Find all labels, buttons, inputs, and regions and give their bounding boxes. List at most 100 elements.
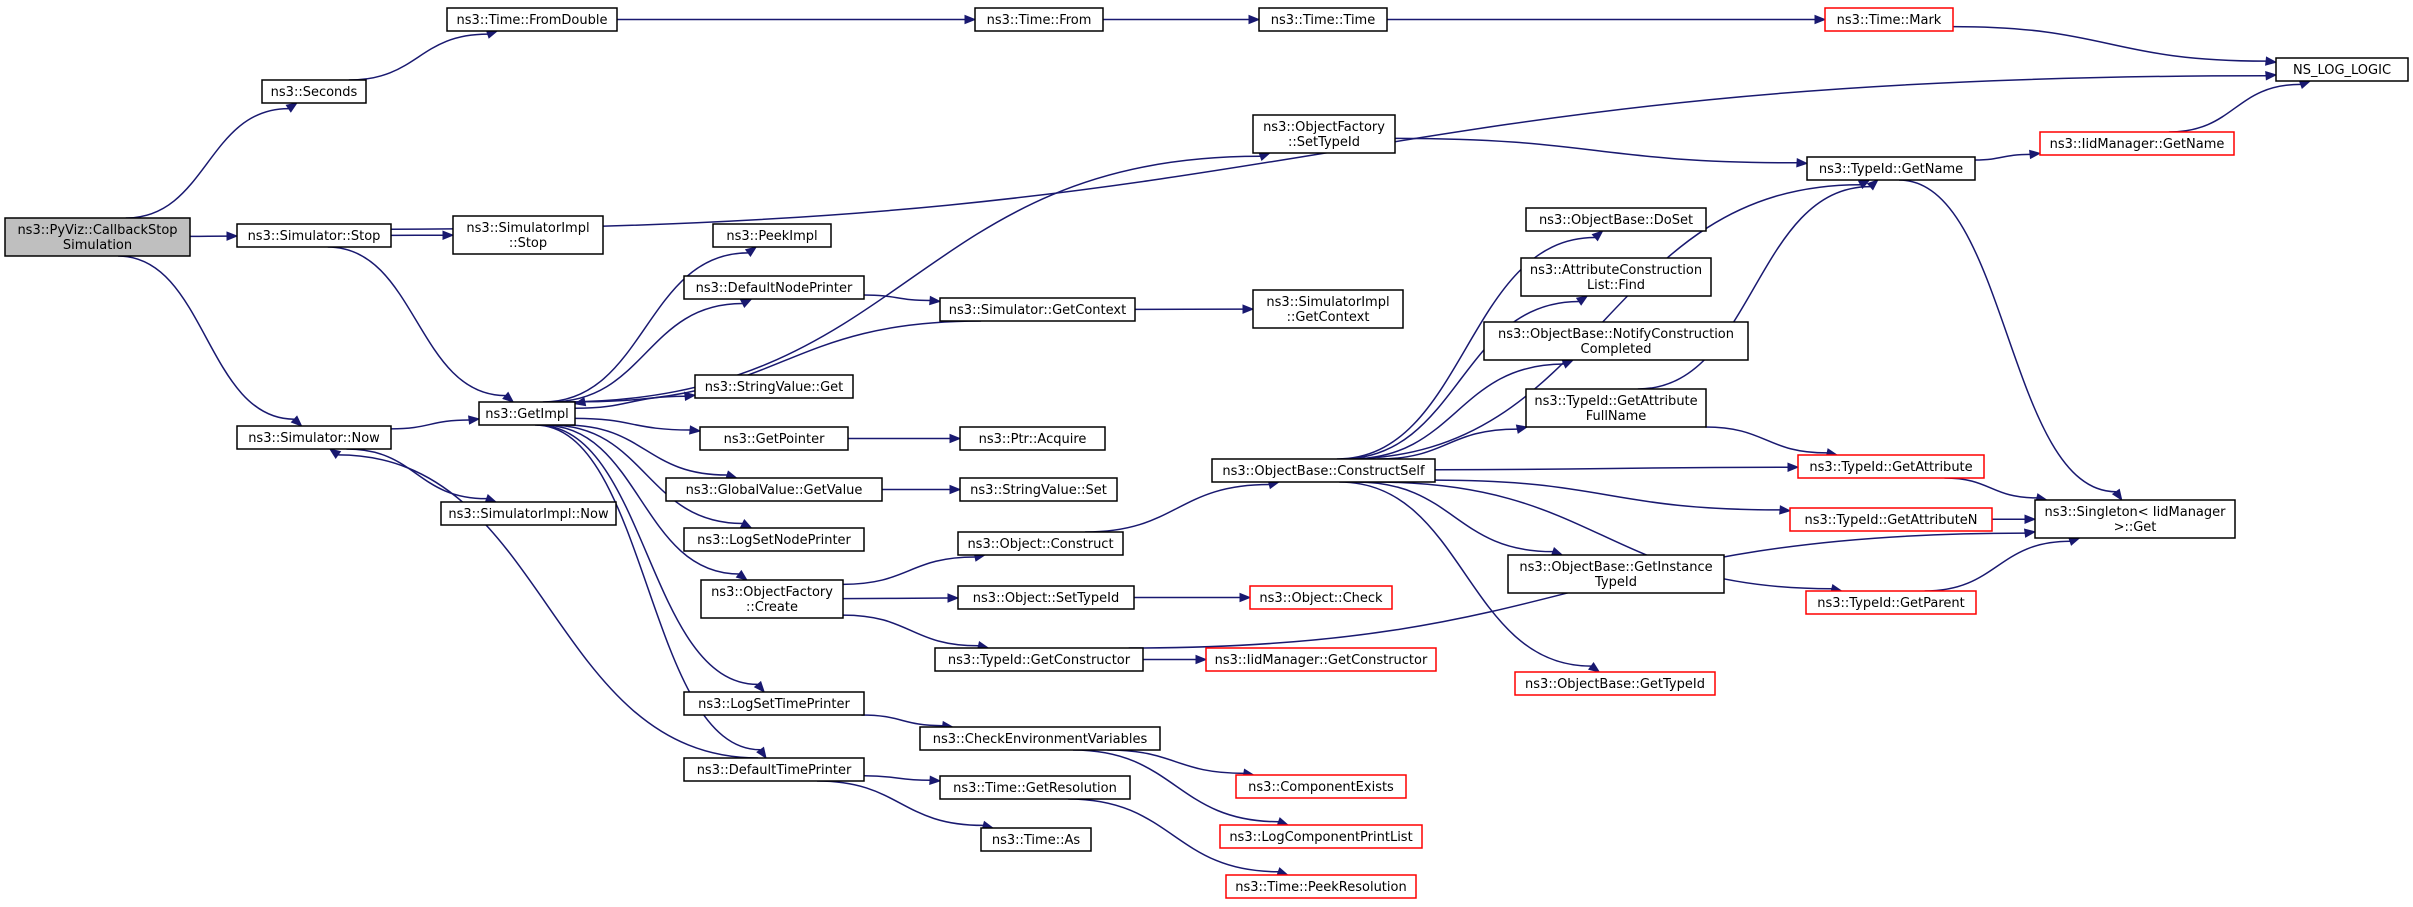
- arrowhead: [964, 14, 977, 25]
- node-defnodeprinter[interactable]: ns3::DefaultNodePrinter: [683, 275, 865, 300]
- node-ofsettypeid[interactable]: ns3::ObjectFactory::SetTypeId: [1252, 114, 1396, 154]
- edge-getimpl-to-getpointer: [574, 417, 702, 435]
- edge-line: [534, 424, 761, 751]
- node-implnow[interactable]: ns3::SimulatorImpl::Now: [440, 501, 617, 526]
- node-fromdouble[interactable]: ns3::Time::FromDouble: [446, 7, 618, 32]
- node-objsettypeid[interactable]: ns3::Object::SetTypeId: [957, 585, 1135, 610]
- node-getimpl[interactable]: ns3::GetImpl: [478, 401, 576, 426]
- arrowhead: [1587, 661, 1601, 673]
- node-timefrom[interactable]: ns3::Time::From: [974, 7, 1104, 32]
- edge-constructself-to-doset: [1336, 230, 1604, 460]
- node-gvgetvalue[interactable]: ns3::GlobalValue::GetValue: [665, 477, 883, 502]
- edge-line: [1434, 466, 1789, 471]
- edge-line: [1434, 479, 1781, 511]
- edge-line: [584, 320, 982, 403]
- node-label: NS_LOG_LOGIC: [2293, 63, 2391, 78]
- node-box: [1235, 774, 1407, 799]
- edge-tidgetattribute-to-singletonget: [1944, 477, 2049, 503]
- node-box: [1258, 7, 1388, 32]
- node-ofcreate[interactable]: ns3::ObjectFactory::Create: [700, 579, 844, 619]
- node-getresolution[interactable]: ns3::Time::GetResolution: [939, 775, 1131, 800]
- edge-line: [1705, 426, 1828, 454]
- edge-getimpl-to-ofsettypeid: [559, 152, 1272, 403]
- node-tidgetname[interactable]: ns3::TypeId::GetName: [1806, 156, 1976, 181]
- node-label: ns3::Time::PeekResolution: [1235, 880, 1406, 895]
- node-box: [959, 426, 1106, 451]
- edge-ofsettypeid-to-tidgetname: [1394, 137, 1809, 168]
- node-tidgetattribute[interactable]: ns3::TypeId::GetAttribute: [1797, 454, 1985, 479]
- edge-line: [817, 780, 984, 827]
- nodes-layer: ns3::PyViz::CallbackStopSimulationns3::S…: [4, 7, 2409, 899]
- node-getpointer[interactable]: ns3::GetPointer: [699, 426, 849, 451]
- node-label: ns3::SimulatorImpl::Now: [448, 507, 609, 522]
- node-ptracquire[interactable]: ns3::Ptr::Acquire: [959, 426, 1106, 451]
- node-logcompprint[interactable]: ns3::LogComponentPrintList: [1219, 824, 1423, 849]
- node-label: Simulation: [63, 238, 132, 253]
- edge-line: [1952, 25, 2267, 62]
- node-peekimpl[interactable]: ns3::PeekImpl: [712, 223, 832, 248]
- node-implgetcontext[interactable]: ns3::SimulatorImpl::GetContext: [1252, 289, 1404, 329]
- node-getobjtypeid[interactable]: ns3::ObjectBase::GetTypeId: [1514, 671, 1716, 696]
- node-checkenv[interactable]: ns3::CheckEnvironmentVariables: [919, 726, 1161, 751]
- edge-ofcreate-to-tidgetconstructor: [842, 614, 990, 651]
- arrowhead: [1239, 592, 1252, 603]
- node-objcheck[interactable]: ns3::Object::Check: [1249, 585, 1393, 610]
- node-mark[interactable]: ns3::Time::Mark: [1824, 7, 1954, 32]
- node-box: [1824, 7, 1954, 32]
- node-label: ns3::TypeId::GetParent: [1817, 596, 1965, 611]
- node-box: [261, 79, 367, 104]
- edge-mark-to-logic: [1952, 25, 2278, 66]
- node-box: [1805, 590, 1977, 615]
- node-box: [1525, 207, 1707, 232]
- edge-line: [549, 424, 743, 525]
- arrowhead: [1796, 158, 1809, 168]
- node-strset[interactable]: ns3::StringValue::Set: [959, 477, 1118, 502]
- node-logsettime[interactable]: ns3::LogSetTimePrinter: [683, 691, 865, 716]
- node-label: ns3::ObjectBase::DoSet: [1539, 213, 1693, 228]
- node-box: [959, 477, 1118, 502]
- node-tidgetattributen[interactable]: ns3::TypeId::GetAttributeN: [1789, 507, 1993, 532]
- node-peekres[interactable]: ns3::Time::PeekResolution: [1225, 874, 1417, 899]
- node-iidgetconstructor[interactable]: ns3::IidManager::GetConstructor: [1205, 647, 1437, 672]
- node-deftimeprinter[interactable]: ns3::DefaultTimePrinter: [683, 757, 865, 782]
- node-compexists[interactable]: ns3::ComponentExists: [1235, 774, 1407, 799]
- node-strget[interactable]: ns3::StringValue::Get: [694, 374, 854, 399]
- node-now[interactable]: ns3::Simulator::Now: [236, 425, 392, 450]
- node-box: [1520, 257, 1712, 297]
- node-singletonget[interactable]: ns3::Singleton< IidManager>::Get: [2034, 499, 2236, 539]
- arrowhead: [285, 102, 299, 113]
- node-label: ns3::CheckEnvironmentVariables: [933, 732, 1148, 747]
- arrowhead: [1787, 462, 1800, 472]
- node-label: ns3::StringValue::Get: [705, 380, 843, 395]
- edge-line: [863, 774, 931, 782]
- node-timeas[interactable]: ns3::Time::As: [980, 827, 1092, 852]
- node-timetime[interactable]: ns3::Time::Time: [1258, 7, 1388, 32]
- node-logsetnode[interactable]: ns3::LogSetNodePrinter: [683, 527, 865, 552]
- edge-line: [1355, 481, 1553, 553]
- node-doset[interactable]: ns3::ObjectBase::DoSet: [1525, 207, 1707, 232]
- node-box: [1507, 554, 1725, 594]
- node-objconstruct[interactable]: ns3::Object::Construct: [957, 531, 1124, 556]
- edge-line: [118, 255, 295, 420]
- node-constructself[interactable]: ns3::ObjectBase::ConstructSelf: [1211, 458, 1436, 483]
- node-tidgetparent[interactable]: ns3::TypeId::GetParent: [1805, 590, 1977, 615]
- node-logic[interactable]: NS_LOG_LOGIC: [2275, 57, 2409, 82]
- node-notifyconstr[interactable]: ns3::ObjectBase::NotifyConstructionCompl…: [1483, 321, 1749, 361]
- node-label: ns3::IidManager::GetName: [2050, 137, 2225, 152]
- node-box: [1205, 647, 1437, 672]
- node-tidgetconstructor[interactable]: ns3::TypeId::GetConstructor: [934, 647, 1144, 672]
- node-implstop[interactable]: ns3::SimulatorImpl::Stop: [452, 215, 604, 255]
- edge-line: [348, 33, 488, 81]
- node-stop[interactable]: ns3::Simulator::Stop: [236, 223, 392, 248]
- edge-deftimeprinter-to-now: [328, 448, 759, 759]
- node-iidgetname[interactable]: ns3::IidManager::GetName: [2039, 131, 2235, 156]
- edge-constructself-to-attrfind: [1340, 295, 1589, 460]
- node-box: [974, 7, 1104, 32]
- node-label: ns3::Time::From: [987, 13, 1092, 28]
- node-simgetcontext[interactable]: ns3::Simulator::GetContext: [939, 297, 1136, 322]
- node-seconds[interactable]: ns3::Seconds: [261, 79, 367, 104]
